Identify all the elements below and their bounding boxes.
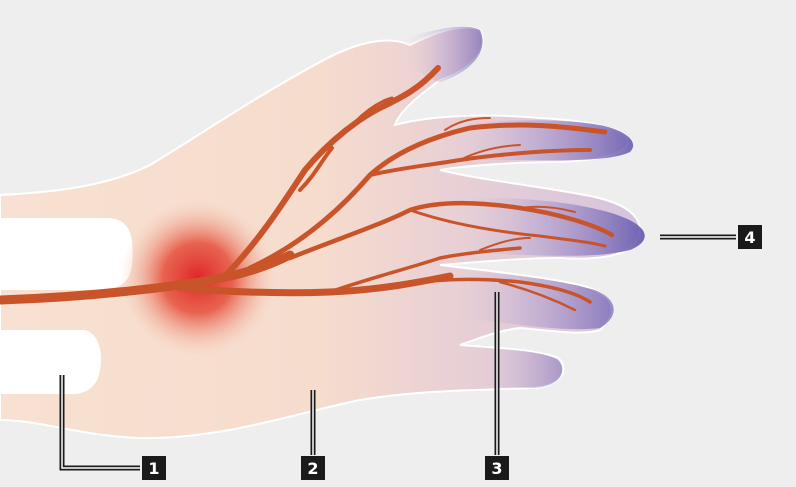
callout-badge-1: 1	[142, 456, 166, 480]
callout-label-3: 3	[491, 459, 502, 478]
callout-badge-3: 3	[485, 456, 509, 480]
callout-label-4: 4	[744, 228, 755, 247]
callout-label-2: 2	[307, 459, 318, 478]
callout-badge-4: 4	[738, 225, 762, 249]
callout-label-1: 1	[148, 459, 159, 478]
callout-badge-2: 2	[301, 456, 325, 480]
